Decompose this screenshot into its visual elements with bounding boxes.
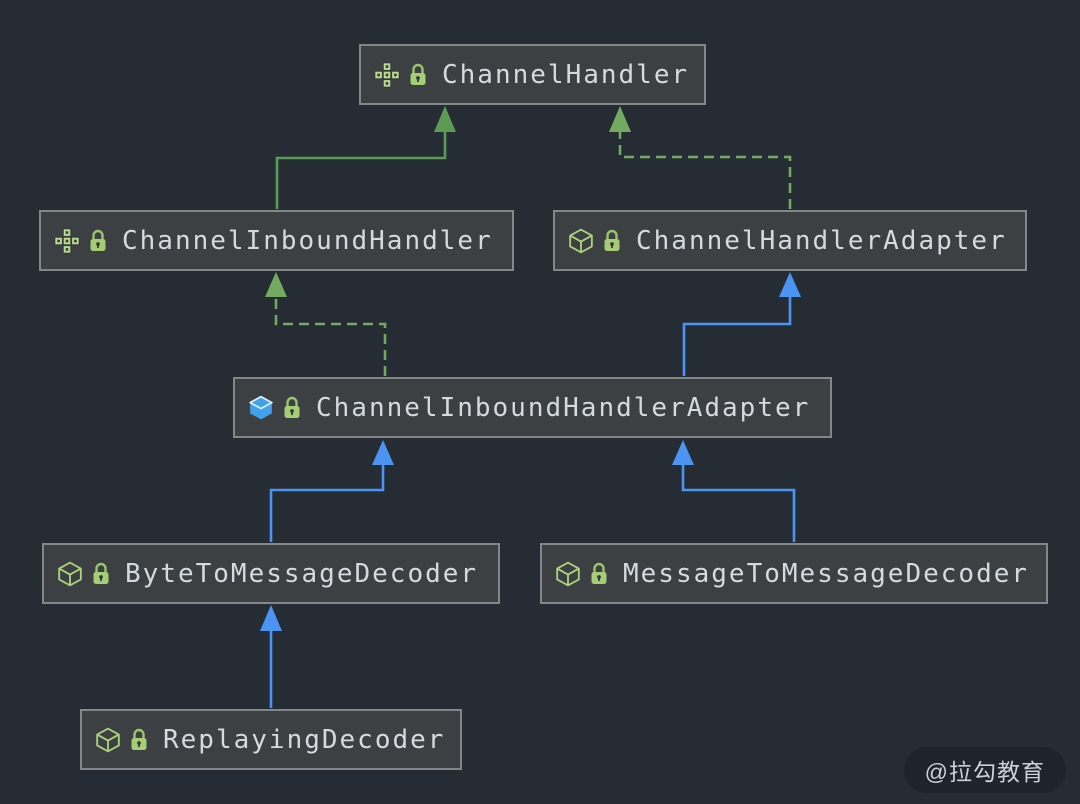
lock-icon: [408, 62, 428, 87]
class-name: ChannelHandler: [442, 59, 690, 90]
class-node-message-to-message-decoder[interactable]: MessageToMessageDecoder: [540, 543, 1048, 604]
class-node-byte-to-message-decoder[interactable]: ByteToMessageDecoder: [42, 543, 500, 604]
class-name: ChannelHandlerAdapter: [636, 225, 1007, 256]
class-node-channel-inbound-handler[interactable]: ChannelInboundHandler: [39, 210, 514, 271]
lock-icon: [602, 228, 622, 253]
class-node-channel-handler[interactable]: ChannelHandler: [359, 44, 706, 105]
class-cube-icon: [568, 228, 594, 254]
arrowhead-icon: [265, 272, 287, 297]
lock-icon: [88, 228, 108, 253]
arrowhead-icon: [434, 106, 456, 132]
watermark-text: @拉勾教育: [924, 759, 1045, 785]
class-name: ByteToMessageDecoder: [125, 558, 479, 589]
class-name: MessageToMessageDecoder: [623, 558, 1030, 589]
class-name: ChannelInboundHandler: [122, 225, 493, 256]
interface-icon: [54, 227, 80, 254]
edge-channelinboundhandleradapter-implements-channelinboundhandler[interactable]: [265, 272, 387, 376]
edge-channelinboundhandler-extends-channelhandler[interactable]: [275, 106, 456, 209]
arrowhead-icon: [372, 440, 394, 465]
lock-icon: [589, 561, 609, 586]
arrowhead-icon: [609, 106, 631, 132]
class-cube-icon: [555, 561, 581, 587]
class-node-replaying-decoder[interactable]: ReplayingDecoder: [80, 709, 462, 770]
lock-icon: [282, 395, 302, 420]
watermark-badge: @拉勾教育: [903, 747, 1066, 793]
edge-replayingdecoder-extends-bytetomessagedecoder[interactable]: [260, 605, 282, 708]
class-cube-icon: [57, 561, 83, 587]
class-cube-filled-icon: [248, 395, 274, 421]
arrowhead-icon: [779, 272, 801, 297]
class-name: ChannelInboundHandlerAdapter: [316, 392, 811, 423]
class-cube-icon: [95, 727, 121, 753]
interface-icon: [374, 61, 400, 88]
arrowhead-icon: [260, 605, 282, 631]
class-node-channel-handler-adapter[interactable]: ChannelHandlerAdapter: [553, 210, 1027, 271]
lock-icon: [91, 561, 111, 586]
edge-bytetomessagedecoder-extends-channelinboundhandleradapter[interactable]: [269, 440, 394, 542]
edge-messagetomessagedecoder-extends-channelinboundhandleradapter[interactable]: [672, 440, 796, 542]
edge-channelhandleradapter-implements-channelhandler[interactable]: [609, 106, 792, 209]
lock-icon: [129, 727, 149, 752]
class-node-channel-inbound-handler-adapter[interactable]: ChannelInboundHandlerAdapter: [233, 377, 832, 438]
edge-channelinboundhandleradapter-extends-channelhandleradapter[interactable]: [682, 272, 801, 376]
class-name: ReplayingDecoder: [163, 724, 446, 755]
arrowhead-icon: [672, 440, 694, 465]
